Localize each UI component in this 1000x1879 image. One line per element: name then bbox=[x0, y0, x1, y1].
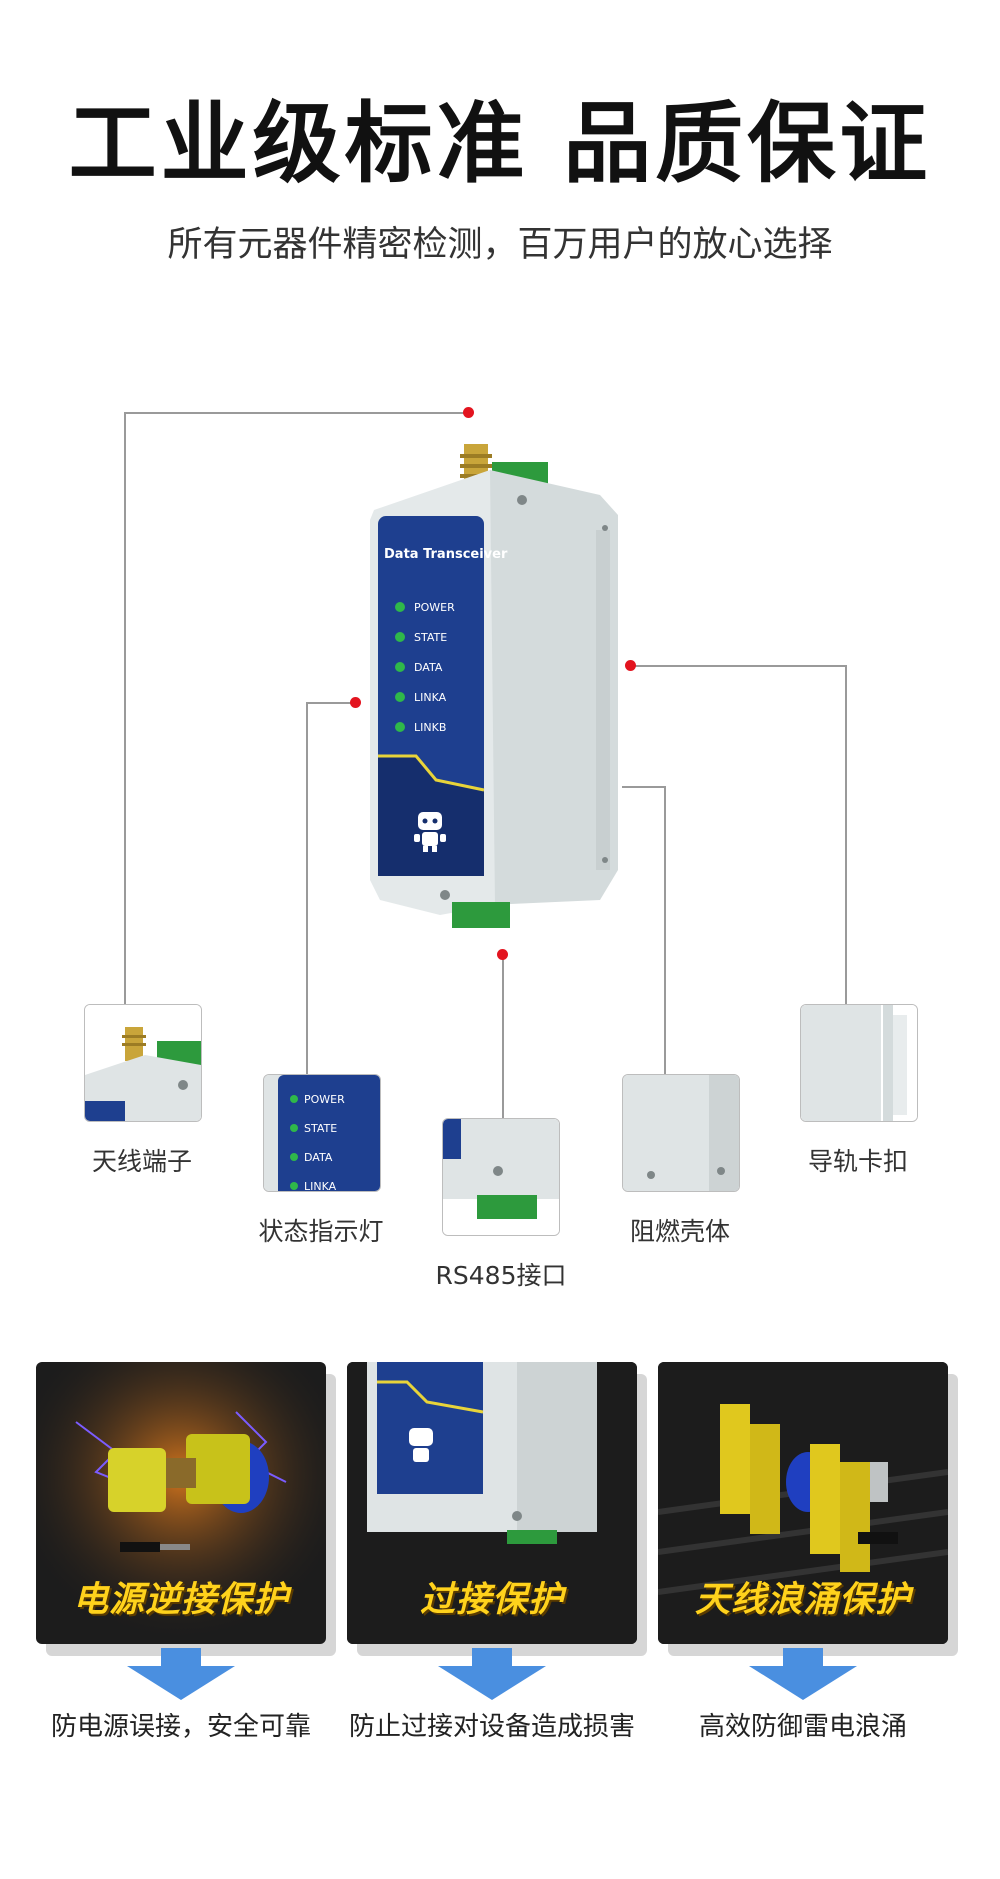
led-label: STATE bbox=[414, 631, 447, 644]
led-data-indicator bbox=[395, 662, 405, 672]
thumb-status-leds: POWER STATE DATA LINKA bbox=[263, 1074, 381, 1192]
led-label: LINKB bbox=[414, 721, 446, 734]
leader-line-leds-v bbox=[306, 702, 308, 1074]
thumb-led-label: DATA bbox=[304, 1151, 333, 1164]
thumb-antenna bbox=[84, 1004, 202, 1122]
thumb-shell bbox=[622, 1074, 740, 1192]
callout-label-rail-clip: 导轨卡扣 bbox=[807, 1147, 908, 1176]
led-label: DATA bbox=[414, 661, 443, 674]
feature-caption: 高效防御雷电浪涌 bbox=[698, 1712, 907, 1742]
callout-label-rs485: RS485接口 bbox=[435, 1261, 567, 1290]
feature-title: 过接保护 bbox=[419, 1580, 564, 1620]
leader-line-shell-v bbox=[664, 786, 666, 1076]
overconnect-illustration bbox=[347, 1362, 637, 1644]
leader-line-leds bbox=[306, 702, 356, 704]
feature-title: 天线浪涌保护 bbox=[694, 1580, 911, 1620]
led-linka-indicator bbox=[395, 692, 405, 702]
feature-card-overconnect: 过接保护 bbox=[347, 1362, 637, 1644]
thumb-rs485 bbox=[442, 1118, 560, 1236]
thumb-led-label: LINKA bbox=[304, 1180, 337, 1192]
feature-card-antenna-surge: 天线浪涌保护 bbox=[658, 1362, 948, 1644]
device-illustration: Data Transceiver POWER STATE DATA LINKA … bbox=[370, 444, 618, 928]
robot-logo-icon bbox=[414, 812, 446, 852]
callout-dot-leds bbox=[350, 697, 361, 708]
reverse-polarity-illustration bbox=[36, 1362, 326, 1644]
device-brand-label: Data Transceiver bbox=[384, 547, 508, 562]
thumb-rail-clip bbox=[800, 1004, 918, 1122]
led-label: LINKA bbox=[414, 691, 447, 704]
down-arrow-icon bbox=[438, 1648, 546, 1700]
callout-dot-antenna bbox=[463, 407, 474, 418]
leader-line-antenna-v bbox=[124, 412, 126, 1004]
led-label: POWER bbox=[414, 601, 455, 614]
callout-dot-rs485 bbox=[497, 949, 508, 960]
feature-card-reverse-polarity: 电源逆接保护 bbox=[36, 1362, 326, 1644]
callout-label-shell: 阻燃壳体 bbox=[629, 1217, 730, 1246]
leader-line-shell bbox=[622, 786, 666, 788]
led-power-indicator bbox=[395, 602, 405, 612]
page-subtitle: 所有元器件精密检测，百万用户的放心选择 bbox=[167, 225, 833, 265]
led-state-indicator bbox=[395, 632, 405, 642]
feature-caption: 防电源误接，安全可靠 bbox=[50, 1712, 311, 1742]
antenna-surge-illustration bbox=[658, 1362, 948, 1644]
led-linkb-indicator bbox=[395, 722, 405, 732]
feature-caption: 防止过接对设备造成损害 bbox=[348, 1712, 635, 1742]
callout-label-antenna: 天线端子 bbox=[91, 1147, 192, 1176]
leader-line-rail bbox=[630, 665, 846, 667]
leader-line-rs485 bbox=[502, 955, 504, 1121]
page-title: 工业级标准 品质保证 bbox=[68, 92, 932, 195]
leader-line-antenna bbox=[124, 412, 468, 414]
callout-dot-rail bbox=[625, 660, 636, 671]
down-arrow-icon bbox=[749, 1648, 857, 1700]
thumb-led-label: STATE bbox=[304, 1122, 338, 1135]
callout-label-status-leds: 状态指示灯 bbox=[258, 1217, 384, 1246]
thumb-led-label: POWER bbox=[304, 1093, 345, 1106]
down-arrow-icon bbox=[127, 1648, 235, 1700]
leader-line-rail-v bbox=[845, 665, 847, 1005]
feature-title: 电源逆接保护 bbox=[72, 1580, 289, 1620]
